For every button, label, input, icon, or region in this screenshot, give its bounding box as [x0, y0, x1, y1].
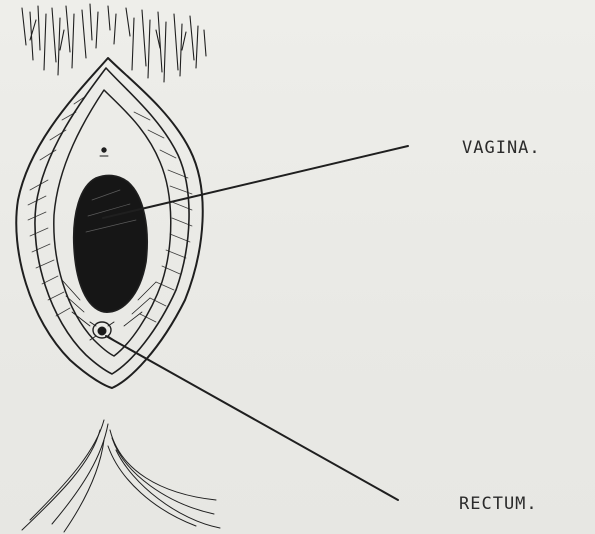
bottom-sketch	[22, 420, 220, 532]
rectum-label: RECTUM.	[459, 494, 538, 514]
vaginal-opening	[74, 175, 148, 312]
rectum-leader-line	[106, 336, 398, 500]
anus-marker	[90, 322, 114, 340]
hair-strokes-top	[22, 4, 206, 82]
vagina-label: VAGINA.	[462, 138, 541, 158]
vagina-leader-line	[103, 146, 408, 218]
